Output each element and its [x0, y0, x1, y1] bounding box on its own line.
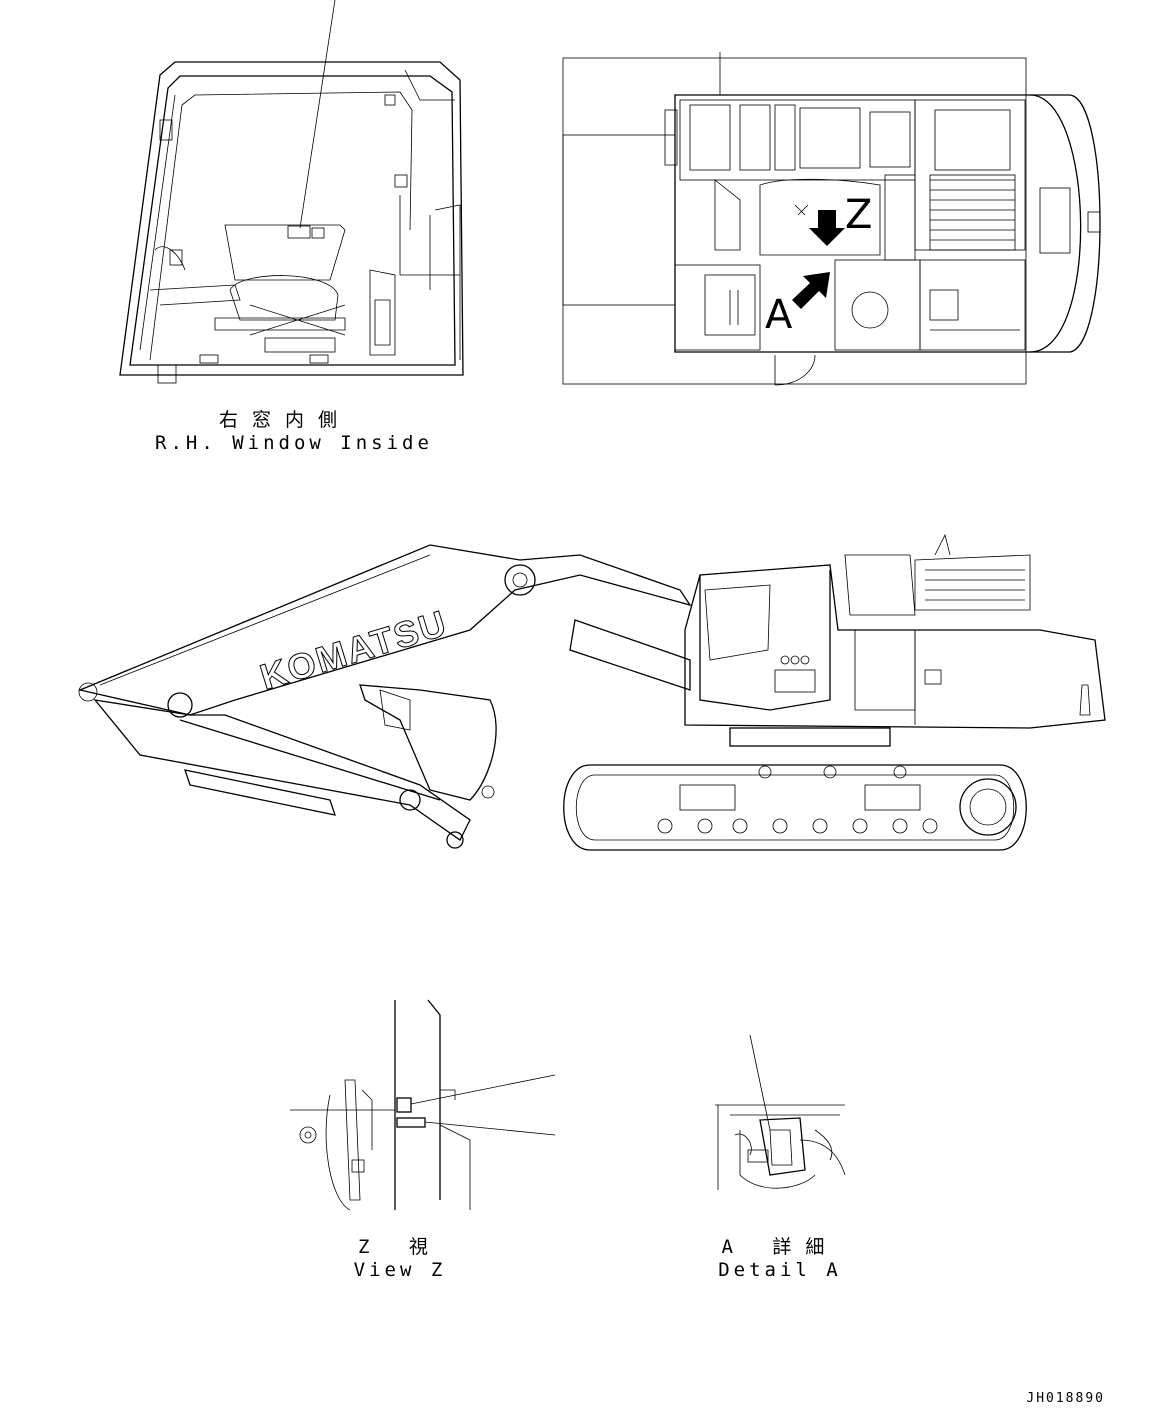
window-label-jp: 右窓内側	[218, 409, 351, 431]
view-z-label-jp: Z 視	[358, 1236, 442, 1258]
bucket	[359, 684, 497, 801]
decal-lower	[396, 1117, 426, 1128]
marker-z: Z	[845, 192, 872, 238]
excavator-side-view: KOMATSU	[77, 533, 1106, 851]
detail-a-view	[715, 1034, 846, 1190]
document-id: JH018890	[1026, 1391, 1105, 1406]
view-z-label-en: View Z	[353, 1259, 447, 1281]
cab-window-view	[119, 0, 464, 384]
boom	[77, 544, 692, 716]
track-assembly	[563, 764, 1027, 851]
upper-structure	[684, 564, 1106, 729]
arm	[93, 699, 471, 841]
view-z-detail	[290, 999, 556, 1211]
decal-upper	[396, 1097, 412, 1113]
marker-a: A	[765, 292, 793, 338]
leader-line	[299, 0, 336, 229]
detail-a-label-jp: A 詳細	[721, 1236, 839, 1258]
window-label-en: R.H. Window Inside	[155, 432, 433, 454]
detail-a-label-en: Detail A	[718, 1259, 842, 1281]
komatsu-logo: KOMATSU	[255, 602, 452, 698]
top-view: A Z	[562, 52, 1101, 386]
